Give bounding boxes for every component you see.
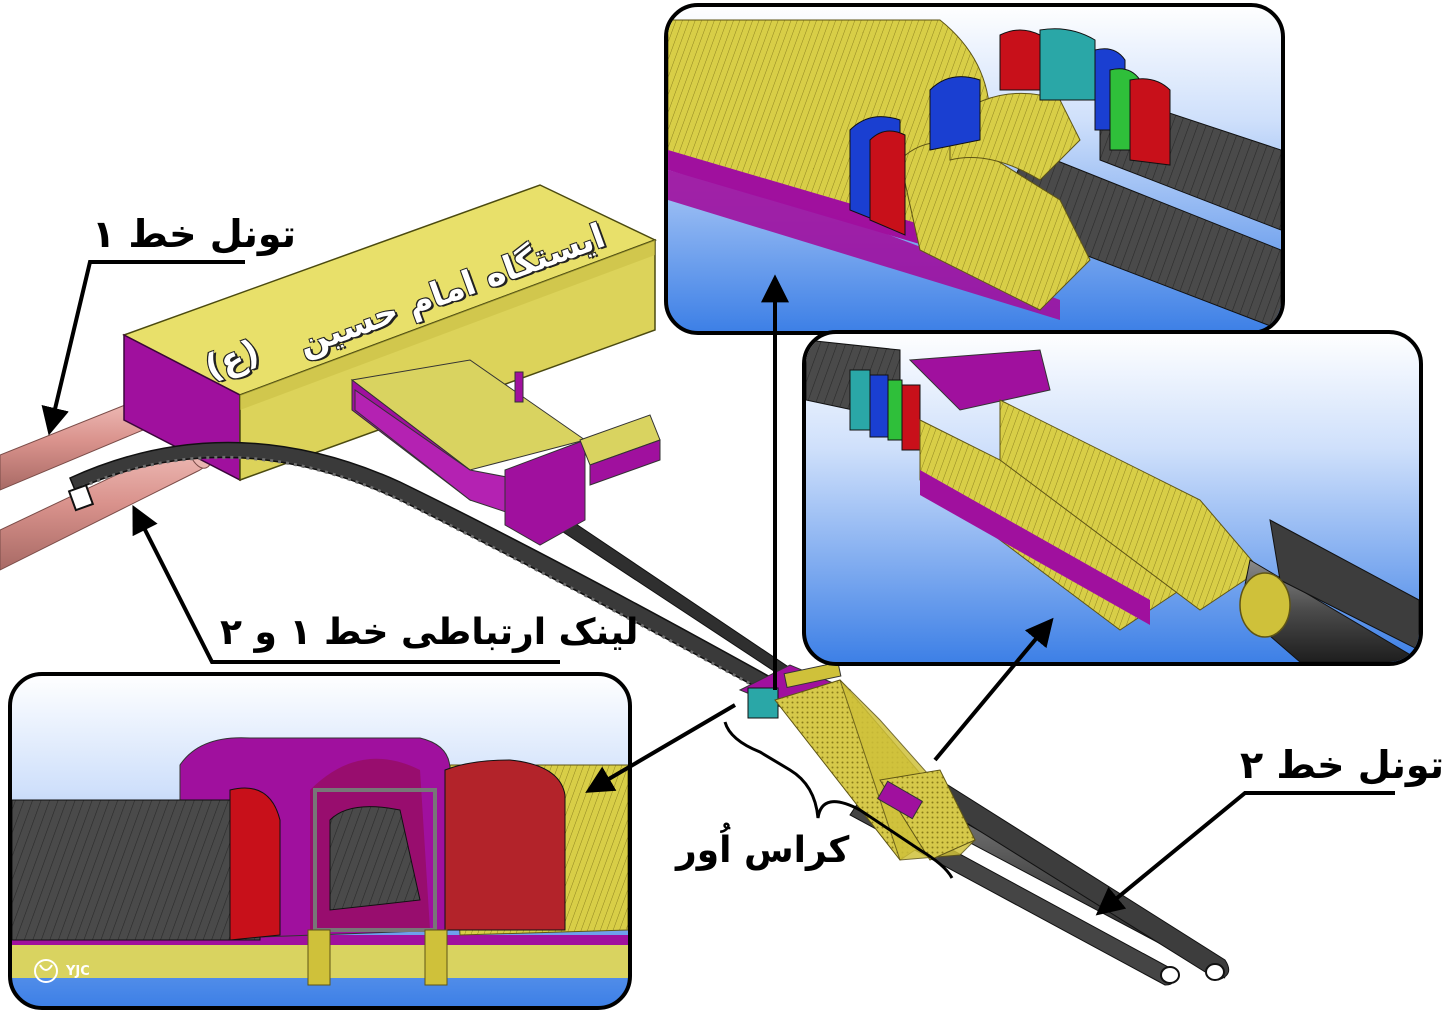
yjc-logo-icon	[34, 959, 58, 983]
crossover-bracket	[723, 721, 954, 879]
arrow-tunnel-line-2	[1095, 791, 1395, 916]
station-mezzanine	[350, 359, 661, 546]
arrow-link-line	[132, 505, 560, 664]
arrow-to-inset-2	[933, 617, 1054, 762]
watermark-text: YJC	[66, 964, 90, 979]
label-tunnel-line-2: تونل خط ۲	[1240, 743, 1444, 787]
label-link-line: لینک ارتباطی خط ۱ و ۲	[220, 612, 639, 653]
inset-crossover-detail-1	[664, 3, 1285, 335]
inset-crossover-detail-2	[802, 330, 1423, 666]
label-tunnel-line-1: تونل خط ۱	[92, 212, 297, 256]
callout-arrows	[41, 260, 1395, 916]
label-crossover: کراس اُور	[676, 830, 850, 871]
arrow-tunnel-line-1	[41, 260, 245, 436]
inset-link-tunnel-detail	[8, 672, 632, 1010]
arrow-to-inset-3	[585, 703, 737, 793]
crossover-structure	[738, 661, 976, 861]
